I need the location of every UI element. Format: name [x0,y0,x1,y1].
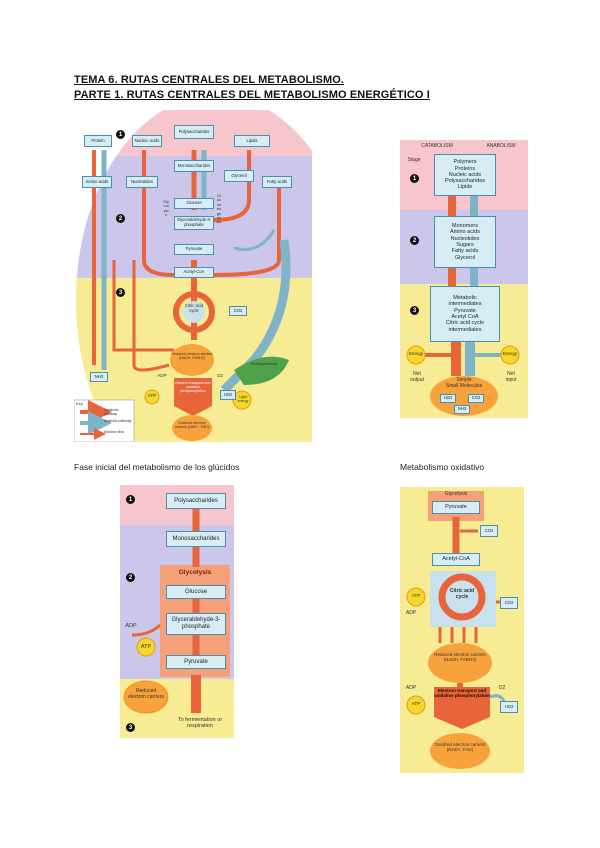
fig2-stage-2: 2 [410,236,419,245]
fig2-polymers: Polymers Proteins Nucleic acids Polysacc… [434,154,496,196]
figure-2-background [400,140,528,418]
fig3-adp: ADP [125,623,137,629]
figure-3-background [120,485,234,738]
fig2-catabolism-label: CATABOLISM [421,143,453,149]
fig1-gluconeogenesis-label: Gluconeogenesis [216,193,222,225]
fig1-key-catabolic: Catabolic pathway [104,408,119,416]
figure-glucid-metabolism: Polysaccharides Monosaccharides Glycolys… [120,485,234,738]
fig3-g3p: Glyceraldehyde-3-phosphate [166,613,226,635]
fig1-pyruvate: Pyruvate [174,244,214,255]
fig4-adp-b: ADP [405,685,417,691]
fig2-net-output: Net output [410,371,424,383]
fig4-h2o: H2O [500,701,518,713]
fig1-stage-2: 2 [116,214,125,223]
fig3-atp: ATP [140,644,152,650]
fig4-o2: O2 [498,685,506,691]
fig2-net-input: Net input [505,371,517,383]
fig1-reduced-carriers: Reduced electron carriers (NADH, FADH2) [171,352,213,360]
title-line-2: PARTE 1. RUTAS CENTRALES DEL METABOLISMO… [74,89,430,101]
fig2-h2o: H2O [440,394,456,403]
fig1-glucose: Glucose [174,198,214,209]
fig4-oxidized-carriers: Oxidized electron carriers (NAD+, FAD) [434,742,486,752]
fig4-atp-a: ATP [411,593,421,598]
fig4-adp-a: ADP [405,610,417,616]
fig4-reduced-carriers: Reduced electron carriers (NADH, FADH2) [434,652,486,662]
figure-4-background [400,487,524,773]
fig1-co2: CO2 [229,306,247,316]
fig4-glycolysis: Glycolysis [444,491,468,497]
fig1-g3p: Glyceraldehyde-3-phosphate [174,216,214,230]
fig4-co2-a: CO2 [480,525,498,537]
fig3-pyruvate: Pyruvate [166,655,226,669]
fig1-electron-transport: Electron transport and oxidative phospho… [175,381,211,393]
fig2-nh3: NH3 [454,405,470,414]
fig1-light-energy: Light energy [237,395,249,403]
figure-metabolism-overview: Protein Nucleic acids Polysaccharides Li… [74,110,312,442]
fig2-energy-left: Energy [408,351,424,356]
fig2-stage-label: Stage [407,157,421,163]
fig4-acetyl-coa: Acetyl-CoA [432,553,480,566]
fig4-electron-transport: Electron transport and oxidative phospho… [434,688,491,698]
caption-oxidative-metabolism: Metabolismo oxidativo [400,462,485,472]
fig1-monosaccharides: Monosaccharides [174,160,214,172]
fig1-glycolysis-label: Glycolysis [163,199,169,218]
fig3-to-fermentation: To fermentation or respiration [177,717,223,730]
fig2-stage-1: 1 [410,174,419,183]
fig1-key-anabolic: Anabolic pathway [104,419,132,423]
fig4-co2-b: CO2 [500,597,518,609]
fig1-stage-1: 1 [116,130,125,139]
fig1-lipids: Lipids [234,135,270,147]
fig1-key-title: Key [76,401,83,406]
fig1-o2: O2 [216,373,223,378]
fig2-anabolism-label: ANABOLISM [486,143,516,149]
fig2-metabolic-intermediates: Metabolic intermediates Pyruvate Acetyl … [430,286,500,342]
caption-glucid-metabolism: Fase inicial del metabolismo de los glúc… [74,462,240,472]
title-line-1: TEMA 6. RUTAS CENTRALES DEL METABOLISMO. [74,74,345,86]
fig1-citric-acid-cycle: Citric acid cycle [184,303,204,313]
fig3-stage-2: 2 [126,573,135,582]
fig1-amino-acids: Amino acids [82,176,112,188]
fig1-nucleic-acids: Nucleic acids [132,135,162,147]
fig1-atp: ATP [147,393,157,398]
fig4-pyruvate: Pyruvate [432,501,480,514]
fig2-monomers: Monomers Amino acids Nucleotides Sugars … [434,216,496,268]
fig2-stage-3: 3 [410,306,419,315]
fig3-glucose: Glucose [166,585,226,599]
fig3-stage-3: 3 [126,723,135,732]
fig3-reduced-carriers: Reduced electron carriers [128,688,164,700]
figure-catabolism-anabolism: CATABOLISM ANABOLISM Stage Polymers Prot… [400,140,528,418]
fig1-glycerol: Glycerol [224,170,254,182]
fig2-simple-molecules: Simple Small Molecules [445,377,483,389]
fig3-polysaccharides: Polysaccharides [166,493,226,509]
fig1-nucleotides: Nucleotides [126,176,158,188]
fig1-stage-3: 3 [116,288,125,297]
fig1-polysaccharides: Polysaccharides [174,125,214,139]
fig2-energy-right: Energy [502,351,518,356]
fig3-stage-1: 1 [126,495,135,504]
fig4-atp-b: ATP [411,701,421,706]
fig2-co2: CO2 [468,394,484,403]
fig1-acetyl-coa: Acetyl-CoA [174,267,214,278]
fig1-protein: Protein [84,135,112,147]
fig1-key-electron: Electron flow [104,430,125,434]
fig1-adp: ADP [157,373,167,378]
fig1-oxidized-carriers: Oxidized electron carriers (NAD+, FAD) [174,421,210,429]
fig1-h2o: H2O [220,390,236,400]
fig1-fatty-acids: Fatty acids [262,176,292,188]
fig1-nh3: NH3 [90,372,108,382]
fig4-citric-acid-cycle: Citric acid cycle [449,588,475,600]
fig1-photosynthesis: Photosynthesis [250,361,278,366]
fig3-monosaccharides: Monosaccharides [166,531,226,547]
fig3-glycolysis: Glycolysis [178,569,212,576]
figure-oxidative-metabolism: Glycolysis Pyruvate CO2 Acetyl-CoA Citri… [400,487,524,773]
